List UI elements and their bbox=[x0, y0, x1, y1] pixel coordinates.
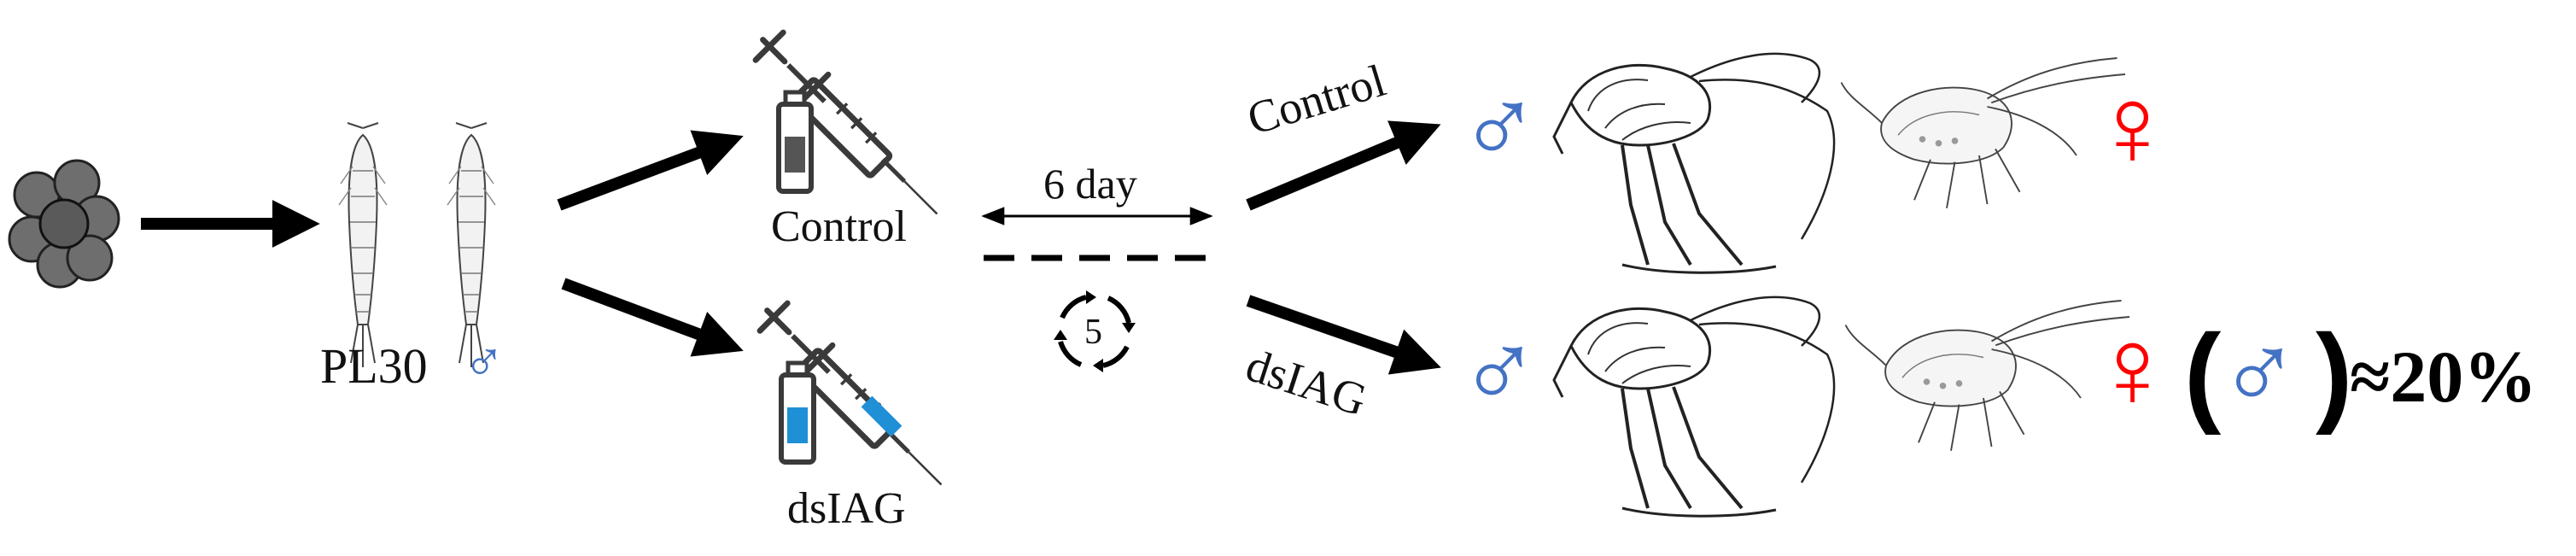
syringe-dye bbox=[861, 395, 902, 437]
male-symbol: ♂ bbox=[2218, 307, 2300, 430]
female-symbol: ♀ bbox=[2090, 305, 2175, 430]
arrow-to-control bbox=[557, 130, 744, 211]
female-symbol: ♀ bbox=[2090, 63, 2175, 189]
egg-cluster-icon bbox=[8, 159, 120, 289]
female-shrimp-icon bbox=[1840, 57, 2126, 209]
pl30-label: PL30 bbox=[320, 338, 428, 394]
vial-icon bbox=[776, 90, 814, 194]
cycle-count: 5 bbox=[1084, 313, 1102, 352]
paren-close: ) bbox=[2316, 311, 2353, 436]
female-shrimp-icon bbox=[1844, 300, 2130, 452]
male-shrimp-icon bbox=[1552, 295, 1837, 518]
male-symbol: ♂ bbox=[463, 330, 505, 393]
percent-label: ≈20% bbox=[2350, 336, 2538, 418]
male-shrimp-icon bbox=[1552, 51, 1837, 275]
postlarva-shrimp-icon bbox=[338, 122, 388, 368]
arrow-control-outcome bbox=[1246, 120, 1441, 211]
paren-open: ( bbox=[2184, 311, 2222, 436]
interval-label: 6 day bbox=[1043, 160, 1137, 208]
male-symbol: ♂ bbox=[1458, 306, 1540, 428]
dsiag-vial-label: dsIAG bbox=[787, 484, 906, 533]
control-vial-label: Control bbox=[771, 202, 907, 251]
male-symbol: ♂ bbox=[1458, 61, 1540, 184]
vial-icon bbox=[779, 360, 816, 465]
arrow-dsiag-outcome bbox=[1246, 295, 1441, 375]
arrow-to-dsiag bbox=[561, 278, 744, 357]
cycle-icon bbox=[1054, 290, 1136, 372]
